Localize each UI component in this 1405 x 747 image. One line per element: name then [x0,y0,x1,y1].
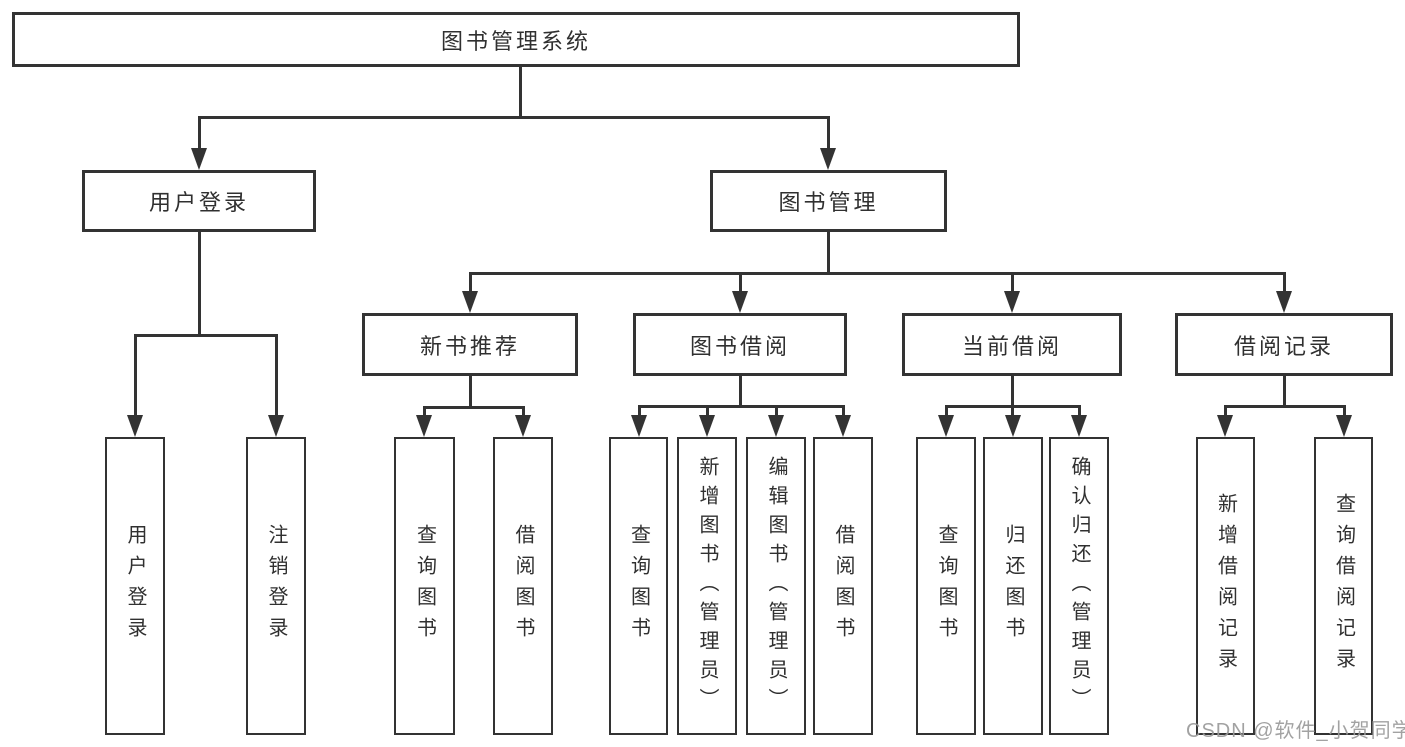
leaf-user-login: 用户登录 [105,437,165,735]
connector-userlogin-stem [133,333,137,417]
node-borrow-records-label: 借阅记录 [1233,333,1334,359]
node-user-login: 用户登录 [82,170,316,232]
connector-userlogin-stem [274,333,278,417]
node-current-borrow: 当前借阅 [902,313,1122,376]
node-new-book-recommend: 新书推荐 [362,313,578,376]
arrowhead-down-icon [820,148,836,170]
arrowhead-down-icon [1004,291,1020,313]
leaf-edit-books-admin: 编辑图书（管理员） [746,437,806,735]
leaf-confirm-return-admin-label: 确认归还（管理员） [1068,455,1090,717]
node-root-label: 图书管理系统 [440,28,591,54]
leaf-user-login-label: 用户登录 [124,524,146,648]
arrowhead-down-icon [127,415,143,437]
node-book-management: 图书管理 [710,170,947,232]
node-book-borrow-label: 图书借阅 [689,333,790,359]
leaf-query-borrow-record-label: 查询借阅记录 [1332,493,1355,679]
leaf-query-books-borrow: 查询图书 [609,437,668,735]
connector-newbook-hline [424,405,523,409]
leaf-query-books-current-label: 查询图书 [935,524,957,648]
connector-records-stem [1223,404,1227,417]
connector-bookmgmt-stem [738,271,742,293]
leaf-logout-label: 注销登录 [265,524,287,648]
connector-root-vline [518,67,522,117]
arrowhead-down-icon [515,415,531,437]
connector-borrow-stem [841,404,845,417]
connector-root-left-stem [197,115,201,150]
arrowhead-down-icon [1004,415,1021,437]
arrowhead-down-icon [631,415,647,437]
connector-newbook-vline [468,376,472,407]
node-current-borrow-label: 当前借阅 [961,333,1062,359]
connector-current-stem [1011,404,1014,417]
connector-bookmgmt-hline [470,271,1284,275]
connector-records-stem [1342,404,1346,417]
leaf-edit-books-admin-label: 编辑图书（管理员） [765,455,787,717]
arrowhead-down-icon [268,415,284,437]
leaf-add-borrow-record: 新增借阅记录 [1196,437,1255,735]
arrowhead-down-icon [1217,415,1233,437]
connector-records-hline [1225,404,1344,408]
connector-borrow-vline [738,376,742,406]
leaf-return-books: 归还图书 [983,437,1043,735]
arrowhead-down-icon [191,148,207,170]
connector-borrow-hline [639,404,843,408]
leaf-logout: 注销登录 [246,437,306,735]
watermark: CSDN @软件_小贺同学 [1186,720,1405,742]
node-new-book-recommend-label: 新书推荐 [419,333,520,359]
leaf-borrow-books-label: 借阅图书 [832,524,854,648]
arrowhead-down-icon [1336,415,1352,437]
leaf-add-books-admin-label: 新增图书（管理员） [696,455,718,717]
connector-current-stem [1077,404,1081,417]
arrowhead-down-icon [938,415,954,437]
connector-newbook-stem [521,405,525,417]
connector-bookmgmt-stem [1282,271,1286,293]
node-book-management-label: 图书管理 [778,190,879,215]
arrowhead-down-icon [768,415,784,437]
connector-bookmgmt-vline [826,232,830,274]
leaf-query-borrow-record: 查询借阅记录 [1314,437,1373,735]
arrowhead-down-icon [732,291,748,313]
connector-newbook-stem [422,405,426,417]
connector-bookmgmt-stem [468,271,472,293]
leaf-borrow-books: 借阅图书 [813,437,873,735]
leaf-confirm-return-admin: 确认归还（管理员） [1049,437,1109,735]
arrowhead-down-icon [699,415,715,437]
leaf-query-books-current: 查询图书 [916,437,976,735]
leaf-query-books-recommend: 查询图书 [394,437,455,735]
connector-bookmgmt-stem [1010,271,1014,293]
node-borrow-records: 借阅记录 [1175,313,1393,376]
connector-borrow-stem [774,404,778,417]
connector-root-right-stem [826,115,830,150]
arrowhead-down-icon [416,415,432,437]
connector-current-vline [1010,376,1014,406]
connector-records-vline [1282,376,1286,406]
connector-current-stem [944,404,948,417]
leaf-query-books-borrow-label: 查询图书 [627,524,650,648]
leaf-borrow-books-recommend: 借阅图书 [493,437,553,735]
leaf-borrow-books-recommend-label: 借阅图书 [512,524,534,648]
arrowhead-down-icon [1276,291,1292,313]
leaf-add-borrow-record-label: 新增借阅记录 [1214,493,1237,679]
node-user-login-label: 用户登录 [148,190,249,215]
node-root: 图书管理系统 [12,12,1020,67]
leaf-return-books-label: 归还图书 [1002,524,1024,648]
connector-root-hline [199,115,829,119]
connector-borrow-stem [637,404,641,417]
connector-userlogin-hline [135,333,276,337]
arrowhead-down-icon [835,415,851,437]
node-book-borrow: 图书借阅 [633,313,847,376]
arrowhead-down-icon [1071,415,1087,437]
arrowhead-down-icon [462,291,478,313]
leaf-add-books-admin: 新增图书（管理员） [677,437,737,735]
leaf-query-books-recommend-label: 查询图书 [413,524,436,648]
connector-borrow-stem [705,404,709,417]
connector-userlogin-vline [197,232,201,335]
